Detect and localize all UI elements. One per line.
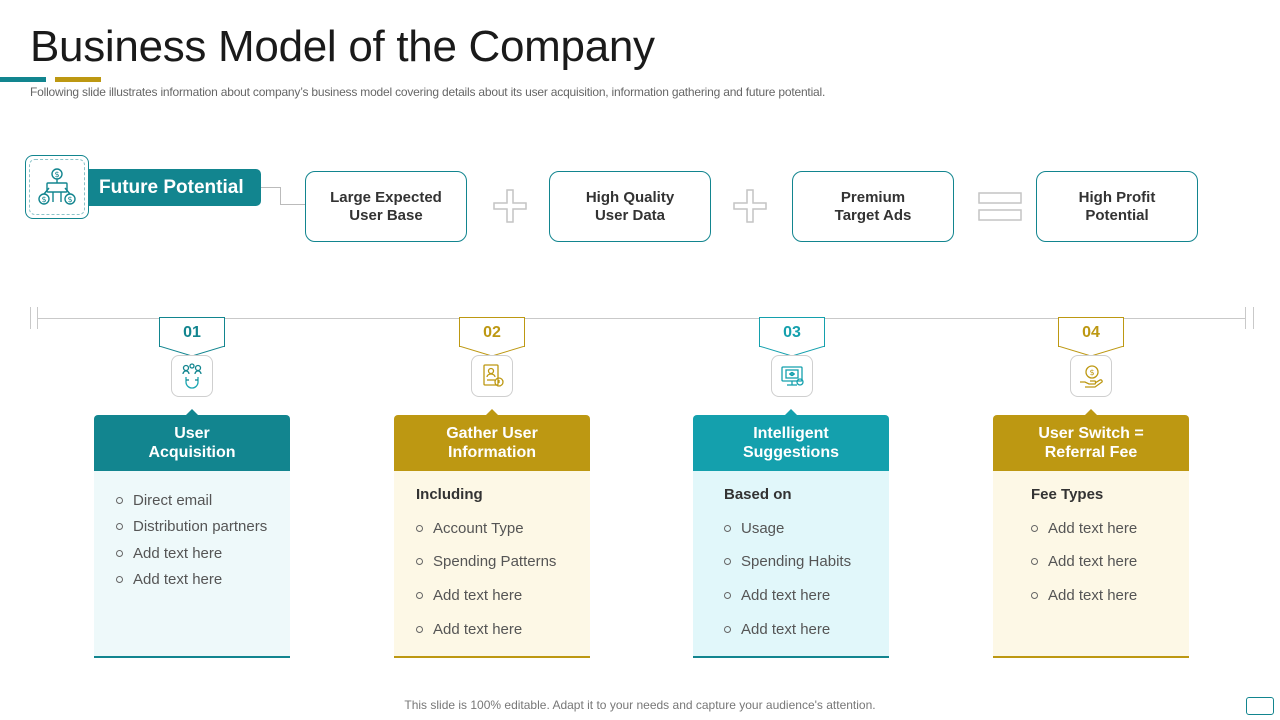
equation-box-label: High Profit Potential — [1078, 188, 1156, 224]
svg-text:$: $ — [1089, 368, 1094, 377]
footer-note: This slide is 100% editable. Adapt it to… — [404, 698, 876, 712]
step-card-heading: Based on — [724, 486, 792, 503]
step-card-title: User Acquisition — [148, 425, 236, 461]
timeline-tick — [30, 307, 31, 329]
equation-box-label: High Quality User Data — [585, 188, 675, 224]
list-item: Add text here — [116, 545, 222, 562]
equation-box-label: Large Expected User Base — [330, 188, 442, 224]
page-title: Business Model of the Company — [30, 22, 655, 71]
step-tag-chevron — [1058, 346, 1124, 356]
step-card-title: User Switch = Referral Fee — [1038, 425, 1144, 461]
list-item: Usage — [724, 520, 784, 537]
step-icon-box — [471, 355, 513, 397]
svg-text:$: $ — [54, 170, 59, 179]
step-tag-chevron — [159, 346, 225, 356]
timeline-tick — [1245, 307, 1246, 329]
smart-monitor-icon — [781, 366, 804, 386]
step-card-body: Based on Usage Spending Habits Add text … — [693, 471, 889, 658]
page-subtitle: Following slide illustrates information … — [30, 85, 826, 99]
list-item: Add text here — [724, 587, 830, 604]
step-card-body: Including Account Type Spending Patterns… — [394, 471, 590, 658]
plus-icon — [493, 189, 527, 223]
list-item: Add text here — [1031, 520, 1137, 537]
step-icon-box — [171, 355, 213, 397]
step-number-tag: 02 — [459, 317, 525, 347]
connector-line-end — [280, 204, 305, 205]
corner-frame — [1246, 697, 1274, 715]
step-card-body: Direct email Distribution partners Add t… — [94, 471, 290, 658]
future-potential-label: Future Potential — [89, 169, 261, 206]
step-card-heading: Fee Types — [1031, 486, 1104, 503]
step-number-tag: 03 — [759, 317, 825, 347]
step-card-title: Intelligent Suggestions — [742, 425, 839, 461]
list-item: Distribution partners — [116, 518, 267, 535]
step-card-body: Fee Types Add text here Add text here Ad… — [993, 471, 1189, 658]
money-network-icon: $ $ $ — [38, 168, 76, 205]
list-item: Account Type — [416, 520, 524, 537]
svg-text:$: $ — [41, 195, 46, 204]
connector-line — [261, 187, 281, 205]
list-item: Add text here — [416, 587, 522, 604]
list-item: Add text here — [116, 571, 222, 588]
svg-text:$: $ — [67, 195, 72, 204]
title-accent-teal — [0, 77, 46, 82]
magnet-users-icon — [182, 363, 202, 389]
timeline-tick — [37, 307, 38, 329]
step-card-header: User Switch = Referral Fee — [993, 409, 1189, 471]
step-card-title: Gather User Information — [446, 425, 538, 461]
title-accent-gold — [55, 77, 101, 82]
future-potential-icon-box: $ $ $ — [25, 155, 89, 219]
equation-box-target-ads: Premium Target Ads — [792, 171, 954, 242]
equation-box-user-data: High Quality User Data — [549, 171, 711, 242]
list-item: Add text here — [1031, 587, 1137, 604]
timeline-tick — [1253, 307, 1254, 329]
timeline-line — [37, 318, 1245, 319]
list-item: Add text here — [1031, 553, 1137, 570]
list-item: Add text here — [416, 621, 522, 638]
step-card-header: Gather User Information — [394, 409, 590, 471]
coin-hand-icon: $ — [1080, 365, 1103, 388]
equals-icon — [978, 192, 1022, 221]
step-tag-chevron — [759, 346, 825, 356]
step-number-tag: 04 — [1058, 317, 1124, 347]
equation-box-profit-potential: High Profit Potential — [1036, 171, 1198, 242]
list-item: Add text here — [724, 621, 830, 638]
step-number-tag: 01 — [159, 317, 225, 347]
plus-icon — [733, 189, 767, 223]
step-card-header: Intelligent Suggestions — [693, 409, 889, 471]
step-card-header: User Acquisition — [94, 409, 290, 471]
step-card-heading: Including — [416, 486, 483, 503]
equation-box-label: Premium Target Ads — [834, 188, 912, 224]
step-icon-box: $ — [1070, 355, 1112, 397]
step-tag-chevron — [459, 346, 525, 356]
list-item: Spending Habits — [724, 553, 851, 570]
profile-document-icon — [483, 364, 504, 387]
equation-box-user-base: Large Expected User Base — [305, 171, 467, 242]
list-item: Direct email — [116, 492, 212, 509]
list-item: Spending Patterns — [416, 553, 556, 570]
step-icon-box — [771, 355, 813, 397]
